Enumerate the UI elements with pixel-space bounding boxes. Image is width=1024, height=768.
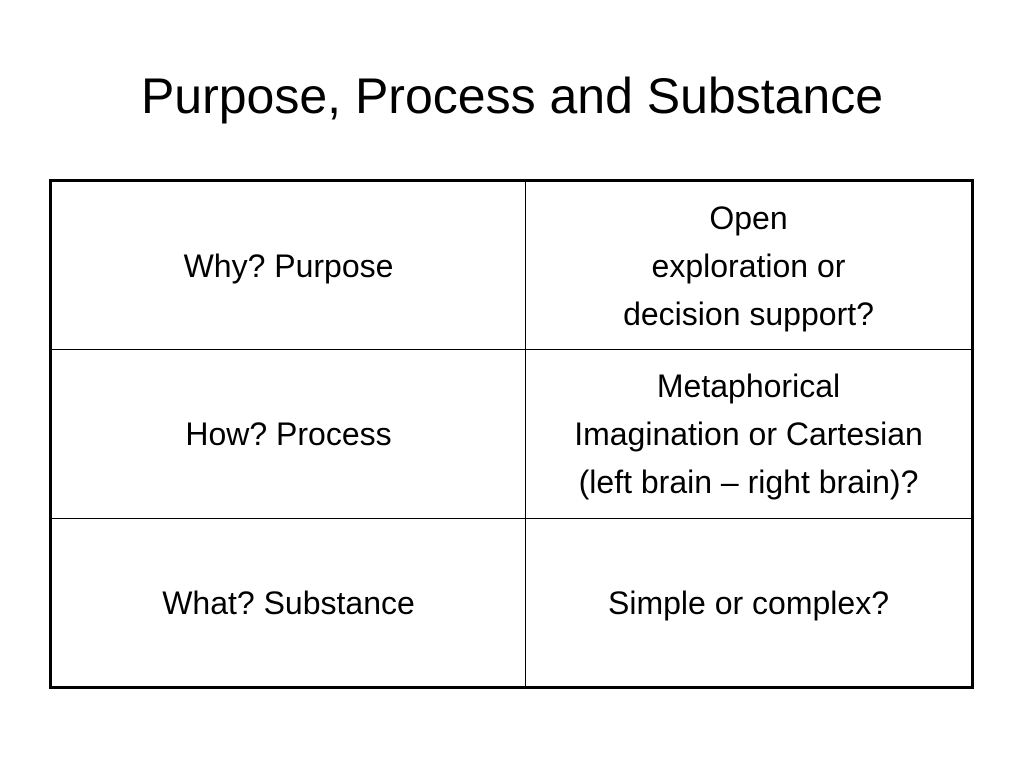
row-answer-cell: Metaphorical Imagination or Cartesian (l… (525, 349, 973, 519)
table-row: Why? Purpose Open exploration or decisio… (50, 180, 973, 350)
comparison-table: Why? Purpose Open exploration or decisio… (49, 179, 974, 689)
row-answer-cell: Open exploration or decision support? (525, 180, 973, 350)
table-row: What? Substance Simple or complex? (50, 518, 973, 688)
slide-title: Purpose, Process and Substance (140, 68, 884, 124)
row-question-cell: Why? Purpose (50, 180, 526, 350)
row-question-cell: What? Substance (50, 518, 526, 688)
row-answer-cell: Simple or complex? (525, 518, 973, 688)
row-question-cell: How? Process (50, 349, 526, 519)
table-row: How? Process Metaphorical Imagination or… (50, 349, 973, 519)
